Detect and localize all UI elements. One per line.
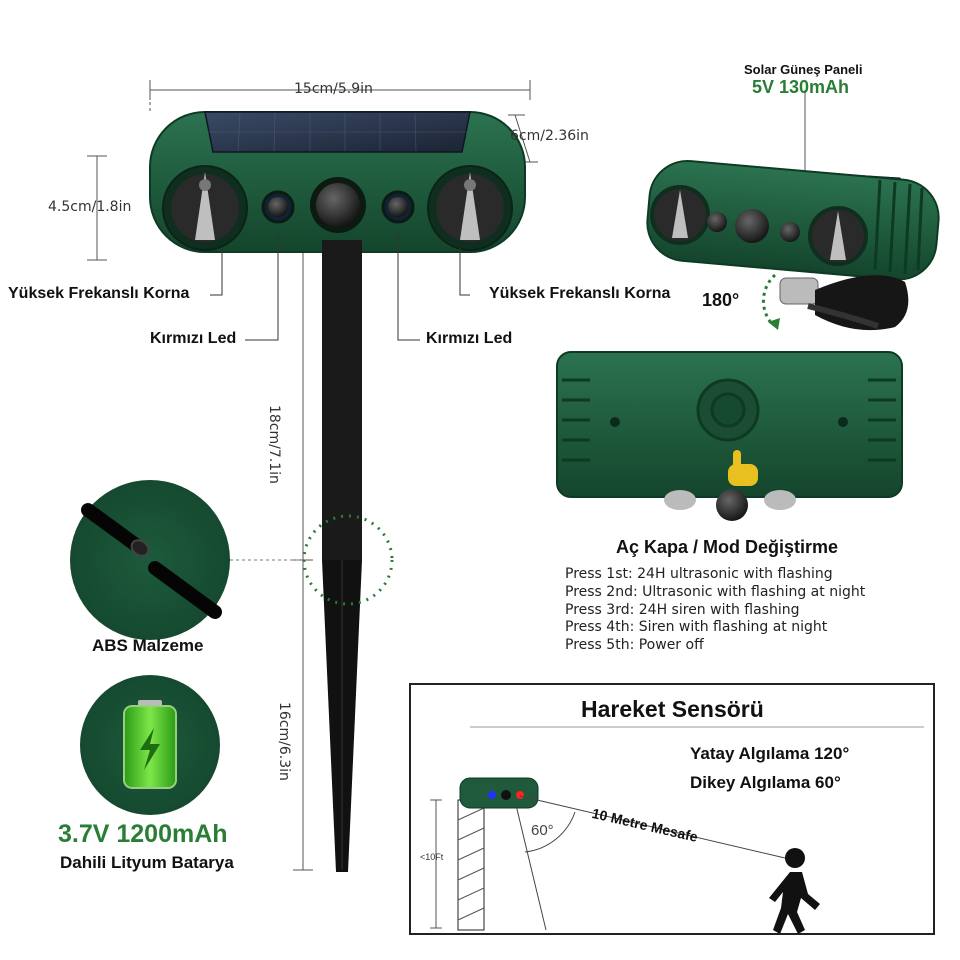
stake-dimension-line (293, 239, 313, 871)
height-label: 4.5cm/1.8in (48, 199, 132, 215)
abs-material-label: ABS Malzeme (92, 636, 204, 655)
mode-item: Press 4th: Siren with flashing at night (565, 619, 828, 636)
sensor-vertical: Dikey Algılama 60° (690, 773, 841, 792)
device-front-view (149, 111, 526, 253)
motion-sensor-panel (409, 683, 935, 935)
ground-stake (322, 240, 362, 872)
walking-person-icon (769, 848, 820, 934)
solar-title: Solar Güneş Paneli (744, 62, 863, 77)
rotation-label: 180° (702, 290, 740, 310)
mode-item: Press 3rd: 24H siren with flashing (565, 601, 800, 618)
stake-joint-highlight (302, 514, 394, 606)
device-bottom-view (556, 351, 903, 521)
battery-label: Dahili Lityum Batarya (60, 853, 234, 872)
hand-press-icon (728, 450, 758, 486)
solar-spec: 5V 130mAh (752, 77, 850, 97)
horn-right-label: Yüksek Frekanslı Korna (489, 285, 671, 302)
mode-item: Press 2nd: Ultrasonic with flashing at n… (565, 583, 866, 600)
switch-title: Aç Kapa / Mod Değiştirme (616, 537, 839, 557)
mode-item: Press 5th: Power off (565, 637, 704, 654)
abs-material-badge (70, 480, 230, 640)
sensor-angle: 60° (531, 822, 554, 839)
sensor-horizontal: Yatay Algılama 120° (690, 744, 850, 763)
width-label: 15cm/5.9in (294, 81, 373, 97)
led-right-label: Kırmızı Led (426, 330, 513, 347)
device-side-view (646, 90, 940, 331)
mode-item: Press 1st: 24H ultrasonic with flashing (565, 566, 833, 582)
horn-left-label: Yüksek Frekanslı Korna (8, 285, 190, 302)
rotate-arrow-icon (761, 273, 777, 327)
mode-list: Press 1st: 24H ultrasonic with flashing … (565, 566, 865, 655)
height-dimension-line (87, 155, 107, 261)
width-dimension-line (149, 80, 531, 112)
led-left-label: Kırmızı Led (150, 330, 237, 347)
sensor-title: Hareket Sensörü (581, 696, 764, 722)
battery-badge (80, 675, 220, 815)
stake-lower-label: 16cm/6.3in (276, 702, 292, 781)
depth-label: 6cm/2.36in (510, 128, 589, 144)
battery-spec: 3.7V 1200mAh (58, 820, 228, 848)
stake-upper-label: 18cm/7.1in (266, 405, 282, 484)
sensor-height: <10Ft (420, 852, 444, 862)
